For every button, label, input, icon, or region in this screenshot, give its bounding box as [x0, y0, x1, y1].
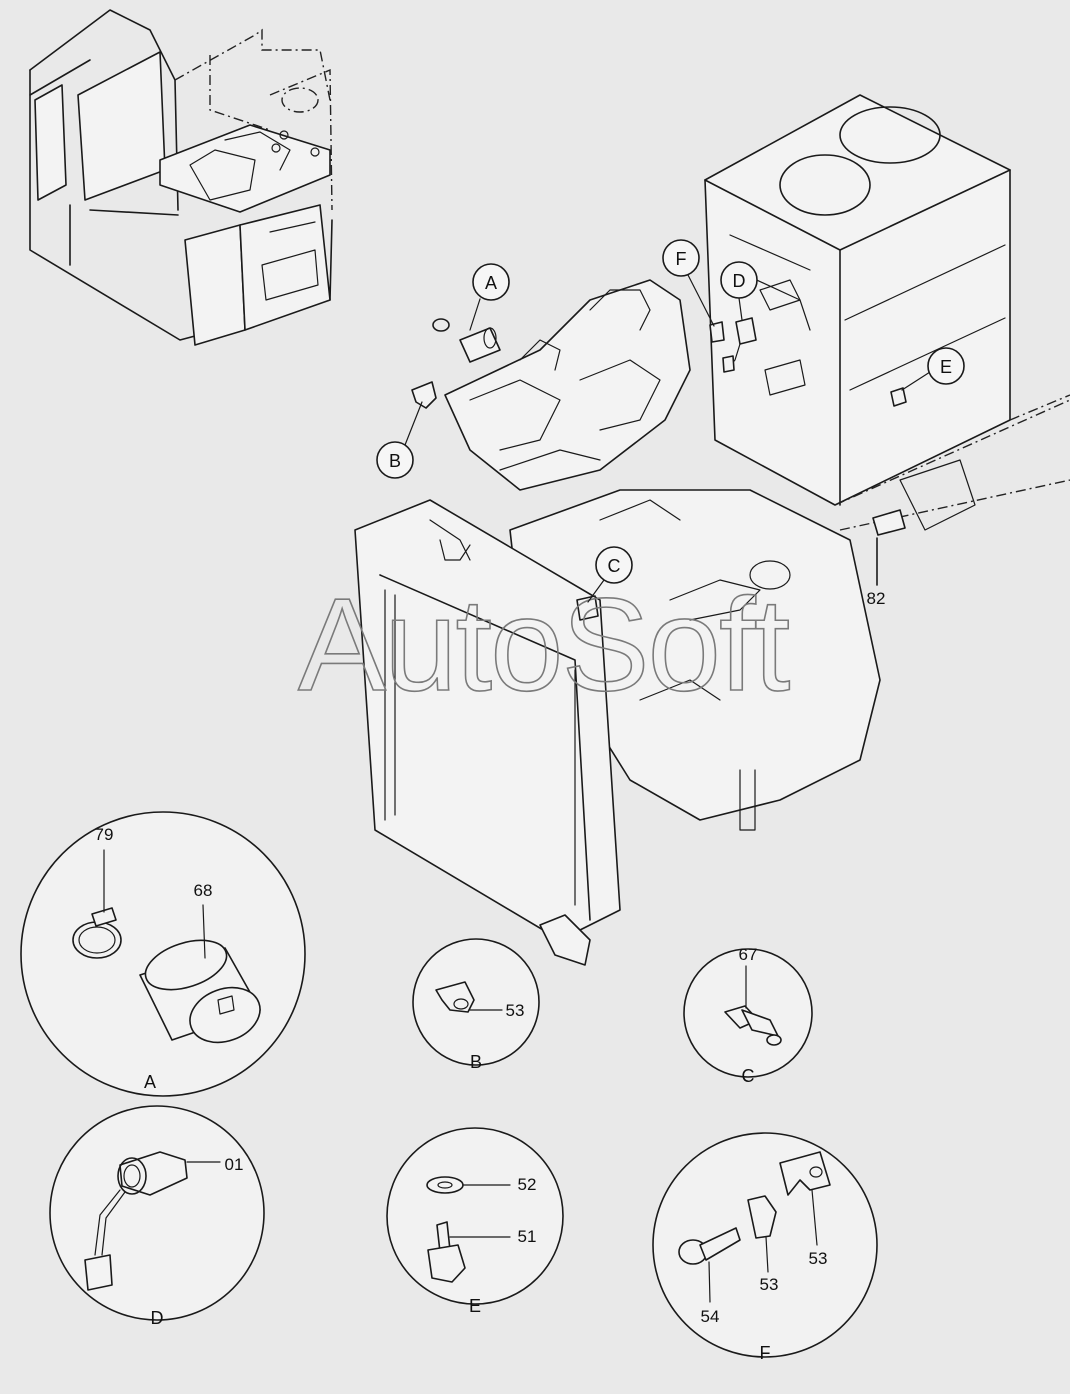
ref-82-label: 82	[867, 589, 886, 608]
callout-c[interactable]: C	[587, 546, 633, 603]
callout-e-label: E	[940, 357, 952, 377]
radiator	[354, 499, 621, 966]
detail-c[interactable]: C 67	[683, 945, 813, 1086]
part-53-b-label: 53	[506, 1001, 525, 1020]
callout-a[interactable]: A	[469, 263, 510, 331]
detail-a[interactable]: A 79 68	[20, 811, 306, 1097]
part-51-label: 51	[518, 1227, 537, 1246]
callout-a-label: A	[485, 273, 497, 293]
part-54-label: 54	[701, 1307, 720, 1326]
callout-f[interactable]: F	[662, 239, 715, 327]
part-53-f1-label: 53	[809, 1249, 828, 1268]
part-01-label: 01	[225, 1155, 244, 1174]
detail-b-label: B	[470, 1052, 482, 1072]
assembly-parts	[411, 317, 907, 621]
callout-d[interactable]: D	[720, 261, 758, 321]
detail-b[interactable]: B 53	[412, 938, 540, 1072]
callout-f-label: F	[676, 249, 687, 269]
callout-b[interactable]: B	[376, 401, 423, 479]
detail-f[interactable]: F 53 53 54	[652, 1132, 878, 1363]
callout-c-label: C	[608, 556, 621, 576]
watermark-text: AutoSoft	[298, 571, 790, 718]
part-68-label: 68	[194, 881, 213, 900]
detail-a-label: A	[144, 1072, 156, 1092]
callout-e[interactable]: E	[901, 347, 965, 391]
detail-c-label: C	[742, 1066, 755, 1086]
detail-f-label: F	[760, 1343, 771, 1363]
part-79-label: 79	[95, 825, 114, 844]
part-52-label: 52	[518, 1175, 537, 1194]
part-67-label: 67	[739, 945, 758, 964]
part-53-f2-label: 53	[760, 1275, 779, 1294]
detail-d-label: D	[151, 1308, 164, 1328]
hydraulic-tank	[704, 94, 1011, 506]
callout-b-label: B	[389, 451, 401, 471]
base-frame	[834, 394, 1070, 586]
detail-d[interactable]: D 01	[49, 1105, 265, 1328]
control-valve	[444, 279, 691, 491]
callout-d-label: D	[733, 271, 746, 291]
detail-e-label: E	[469, 1296, 481, 1316]
detail-e[interactable]: E 52 51	[386, 1127, 564, 1316]
machine-overview	[29, 9, 333, 346]
